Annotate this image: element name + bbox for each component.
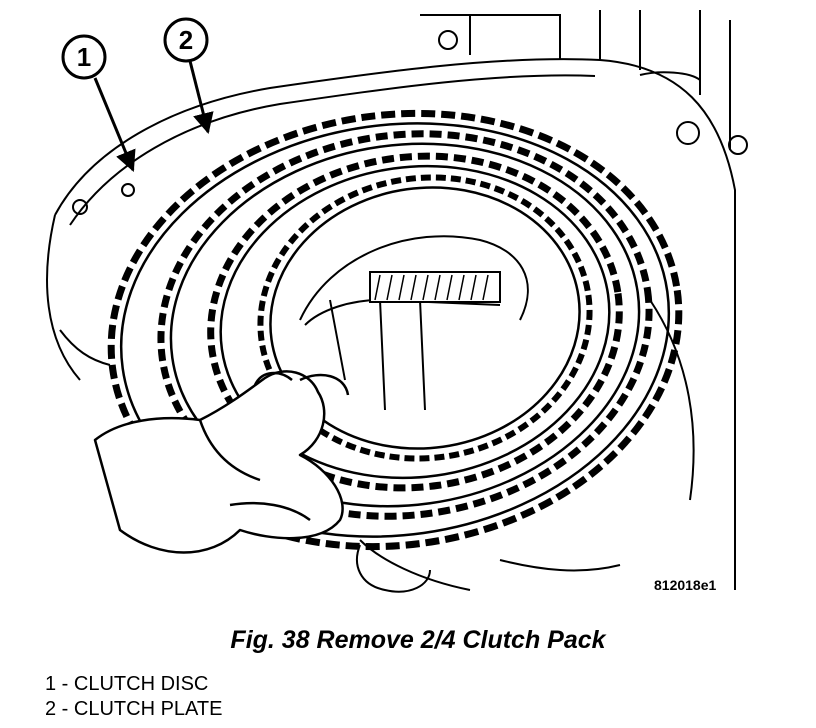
clutch-rings [107, 109, 683, 551]
callout-1-number: 1 [77, 42, 91, 72]
callout-2-leader [188, 60, 214, 135]
callout-2-number: 2 [179, 25, 193, 55]
callout-1-leader [93, 77, 136, 172]
figure-caption: Fig. 38 Remove 2/4 Clutch Pack [230, 626, 606, 654]
callout-2: 2 [163, 17, 214, 135]
inner-hub [299, 235, 529, 411]
legend-item: 2 - CLUTCH PLATE [45, 697, 222, 722]
legend-item-separator: - [56, 698, 74, 720]
callout-1: 1 [61, 34, 136, 172]
clutch-pack-illustration: 1 2 [46, 10, 748, 593]
hand [93, 370, 350, 554]
legend-item-label: CLUTCH DISC [73, 673, 209, 695]
legend-item-label: CLUTCH PLATE [73, 698, 223, 720]
legend: 1 - CLUTCH DISC 2 - CLUTCH PLATE [45, 672, 222, 722]
legend-item-number: 2 [45, 698, 57, 720]
legend-item-separator: - [56, 673, 74, 695]
legend-item-number: 1 [45, 673, 57, 695]
legend-item: 1 - CLUTCH DISC [45, 672, 222, 697]
figure-code: 812018e1 [654, 577, 717, 593]
